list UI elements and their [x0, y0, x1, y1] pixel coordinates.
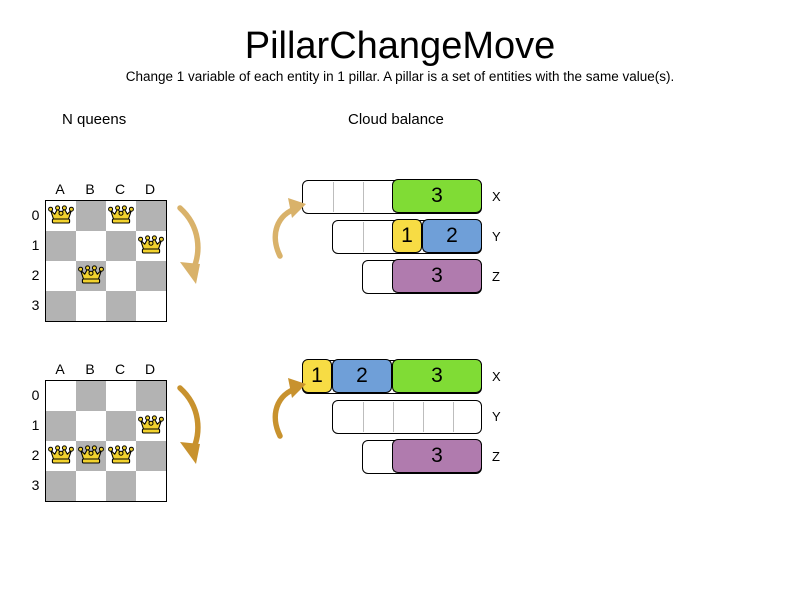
board-cell-D0[interactable] — [136, 381, 166, 411]
board-cell-B3[interactable] — [76, 291, 106, 321]
board-cell-C1[interactable] — [106, 231, 136, 261]
board-row-labels: 0 1 2 3 — [28, 380, 43, 500]
board-column-label-a: A — [55, 361, 65, 377]
board-cell-D0[interactable] — [136, 201, 166, 231]
cloud-computer-label-y: Y — [492, 229, 501, 244]
queen-piece-icon[interactable] — [138, 235, 164, 257]
board-cell-C3[interactable] — [106, 471, 136, 501]
queen-piece-icon[interactable] — [78, 445, 104, 467]
board-row-label-2: 2 — [31, 447, 40, 463]
board-row-label-3: 3 — [31, 297, 40, 313]
cloud-process-segment[interactable]: 3 — [392, 178, 482, 213]
bar-cell-divider — [393, 402, 394, 432]
cloud-process-segment[interactable]: 3 — [392, 358, 482, 393]
section-caption-cloud: Cloud balance — [348, 111, 444, 128]
board-cell-A3[interactable] — [46, 471, 76, 501]
board-cell-C0[interactable] — [106, 381, 136, 411]
cloud-process-segment[interactable]: 2 — [422, 218, 482, 253]
board-cell-D3[interactable] — [136, 291, 166, 321]
cloud-process-segment[interactable]: 1 — [392, 218, 422, 253]
board-column-label-d: D — [144, 181, 156, 197]
queen-piece-icon[interactable] — [48, 205, 74, 227]
chess-board — [45, 200, 167, 322]
board-row-label-1: 1 — [31, 237, 40, 253]
page-title: PillarChangeMove — [244, 25, 556, 67]
board-column-label-d: D — [144, 361, 156, 377]
bar-cell-divider — [363, 222, 364, 252]
board-cell-B1[interactable] — [76, 411, 106, 441]
board-cell-A1[interactable] — [46, 231, 76, 261]
bar-cell-divider — [363, 402, 364, 432]
board-cell-D2[interactable] — [136, 441, 166, 471]
board-column-label-a: A — [55, 181, 65, 197]
board-cell-A0[interactable] — [46, 381, 76, 411]
board-column-labels: A B C D — [45, 360, 165, 380]
board-column-label-b: B — [85, 361, 95, 377]
bar-cell-divider — [423, 402, 424, 432]
board-cell-B0[interactable] — [76, 381, 106, 411]
queen-piece-icon[interactable] — [108, 205, 134, 227]
board-cell-C2[interactable] — [106, 261, 136, 291]
nqueens-move-arrow-bottom-icon — [166, 376, 210, 477]
board-column-label-c: C — [114, 181, 126, 197]
page-subtitle: Change 1 variable of each entity in 1 pi… — [125, 69, 675, 84]
board-cell-A3[interactable] — [46, 291, 76, 321]
queen-piece-icon[interactable] — [138, 415, 164, 437]
board-cell-C1[interactable] — [106, 411, 136, 441]
cloud-process-segment[interactable]: 2 — [332, 358, 392, 393]
board-column-label-b: B — [85, 181, 95, 197]
board-column-label-c: C — [114, 361, 126, 377]
board-cell-C3[interactable] — [106, 291, 136, 321]
cloud-computer-label-y: Y — [492, 409, 501, 424]
bar-cell-divider — [453, 402, 454, 432]
section-caption-nqueens: N queens — [62, 111, 127, 128]
cloud-move-arrow-top-icon — [268, 196, 312, 271]
cloud-process-segment[interactable]: 1 — [302, 358, 332, 393]
board-cell-D3[interactable] — [136, 471, 166, 501]
chess-board — [45, 380, 167, 502]
board-cell-B0[interactable] — [76, 201, 106, 231]
cloud-computer-row-y: Y — [296, 400, 501, 434]
board-cell-A2[interactable] — [46, 261, 76, 291]
board-cell-D2[interactable] — [136, 261, 166, 291]
bar-cell-divider — [363, 182, 364, 212]
queen-piece-icon[interactable] — [78, 265, 104, 287]
cloud-computer-label-x: X — [492, 189, 501, 204]
cloud-move-arrow-bottom-icon — [268, 376, 312, 451]
cloud-process-segment[interactable]: 3 — [392, 438, 482, 473]
board-column-labels: A B C D — [45, 180, 165, 200]
board-row-label-0: 0 — [31, 387, 40, 403]
board-row-labels: 0 1 2 3 — [28, 200, 43, 320]
cloud-process-segment[interactable]: 3 — [392, 258, 482, 293]
nqueens-move-arrow-top-icon — [166, 196, 210, 297]
queen-piece-icon[interactable] — [48, 445, 74, 467]
board-row-label-3: 3 — [31, 477, 40, 493]
queen-piece-icon[interactable] — [108, 445, 134, 467]
board-row-label-2: 2 — [31, 267, 40, 283]
board-row-label-1: 1 — [31, 417, 40, 433]
board-row-label-0: 0 — [31, 207, 40, 223]
board-cell-B3[interactable] — [76, 471, 106, 501]
board-cell-B1[interactable] — [76, 231, 106, 261]
cloud-computer-label-x: X — [492, 369, 501, 384]
cloud-capacity-bar[interactable] — [332, 400, 482, 434]
bar-cell-divider — [333, 182, 334, 212]
board-cell-A1[interactable] — [46, 411, 76, 441]
cloud-computer-label-z: Z — [492, 269, 500, 284]
cloud-computer-label-z: Z — [492, 449, 500, 464]
